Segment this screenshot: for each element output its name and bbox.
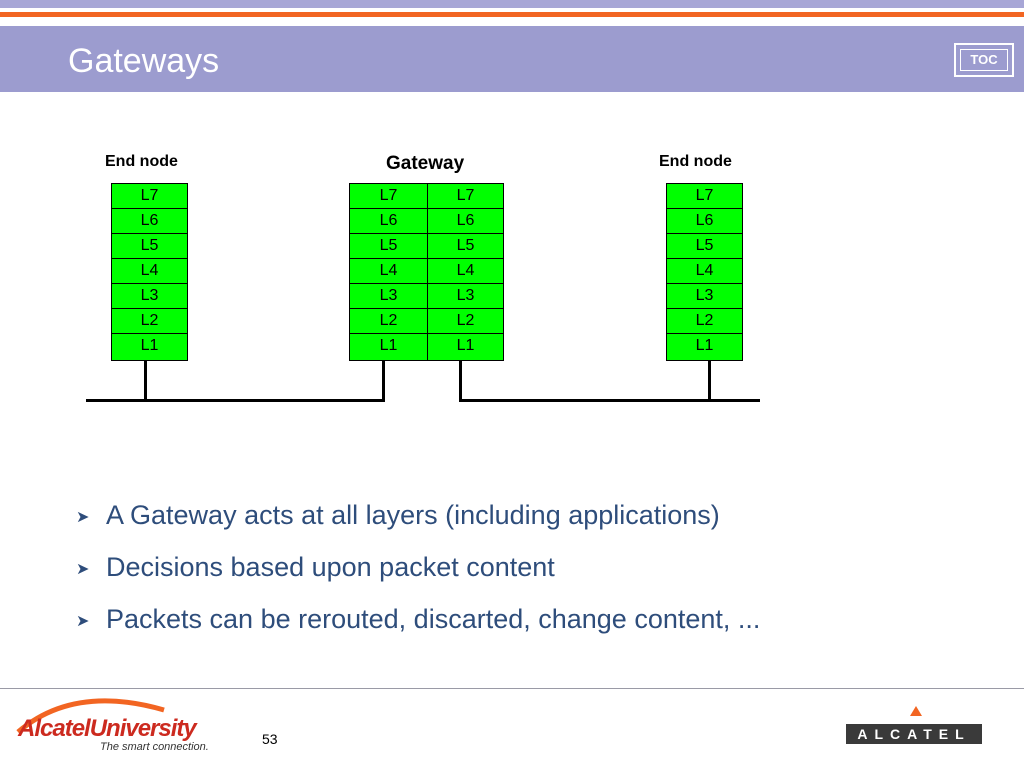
left-network-segment — [86, 399, 385, 402]
gateway-label: Gateway — [386, 153, 465, 174]
layer-cell: L1 — [456, 337, 475, 354]
layer-cell: L7 — [350, 184, 427, 209]
layer-cell: L5 — [350, 234, 427, 259]
gateway-column-divider — [427, 184, 428, 360]
header-top-stripe — [0, 0, 1024, 8]
toc-label: TOC — [960, 49, 1008, 71]
bullet-text: Packets can be rerouted, discarted, chan… — [106, 604, 761, 634]
layer-cell: L3 — [112, 284, 187, 309]
gateway-left-drop-wire — [382, 361, 385, 401]
right-network-segment — [459, 399, 760, 402]
layer-cell: L6 — [667, 209, 742, 234]
alcatel-university-logo: AlcatelUniversity The smart connection. — [16, 698, 209, 753]
layer-cell: L6 — [112, 209, 187, 234]
page-title: Gateways — [68, 42, 220, 80]
layer-cell: L7 — [667, 184, 742, 209]
layer-cell: L1 — [379, 337, 398, 354]
right-node-drop-wire — [708, 361, 711, 401]
left-node-drop-wire — [144, 361, 147, 401]
left-end-node-label: End node — [105, 153, 178, 170]
layer-cell: L6 — [350, 209, 427, 234]
toc-button[interactable]: TOC — [954, 43, 1014, 77]
bullet-item: ➤ Packets can be rerouted, discarted, cha… — [76, 604, 760, 635]
right-end-node-stack: L7 L6 L5 L4 L3 L2 L1 — [666, 183, 743, 361]
layer-cell: L4 — [667, 259, 742, 284]
page-number: 53 — [262, 731, 278, 747]
alcatel-logo-text: ALCATEL — [857, 726, 970, 742]
layer-cell: L5 — [428, 234, 503, 259]
layer-cell: L1 — [695, 337, 714, 354]
arrow-bullet-icon: ➤ — [76, 612, 90, 630]
gateway-stack: L7 L6 L5 L4 L3 L2 L1 L7 L6 L5 L4 L3 L2 L… — [349, 183, 504, 361]
title-bar — [0, 26, 1024, 92]
au-logo-text: AlcatelUniversity — [17, 715, 198, 742]
arrow-bullet-icon: ➤ — [76, 508, 90, 526]
right-end-node-label: End node — [659, 153, 732, 170]
left-end-node-stack: L7 L6 L5 L4 L3 L2 L1 — [111, 183, 188, 361]
bullet-item: ➤ A Gateway acts at all layers (including… — [76, 500, 720, 531]
layer-cell: L5 — [112, 234, 187, 259]
layer-cell: L7 — [112, 184, 187, 209]
layer-cell: L5 — [667, 234, 742, 259]
layer-cell: L4 — [428, 259, 503, 284]
layer-cell: L2 — [428, 309, 503, 334]
au-logo-tagline: The smart connection. — [100, 741, 209, 753]
layer-cell: L2 — [112, 309, 187, 334]
header-orange-stripe — [0, 12, 1024, 17]
layer-cell: L2 — [350, 309, 427, 334]
layer-cell: L3 — [667, 284, 742, 309]
footer-divider — [0, 688, 1024, 689]
layer-cell: L3 — [350, 284, 427, 309]
layer-cell: L7 — [428, 184, 503, 209]
bullet-text: A Gateway acts at all layers (including … — [106, 500, 720, 530]
arrow-bullet-icon: ➤ — [76, 560, 90, 578]
layer-cell: L4 — [350, 259, 427, 284]
bullet-text: Decisions based upon packet content — [106, 552, 555, 582]
layer-cell: L4 — [112, 259, 187, 284]
bullet-item: ➤ Decisions based upon packet content — [76, 552, 555, 583]
layer-cell: L2 — [667, 309, 742, 334]
layer-cell: L6 — [428, 209, 503, 234]
layer-cell: L1 — [140, 337, 159, 354]
layer-cell: L3 — [428, 284, 503, 309]
gateway-right-drop-wire — [459, 361, 462, 401]
alcatel-logo: ALCATEL — [846, 706, 982, 744]
